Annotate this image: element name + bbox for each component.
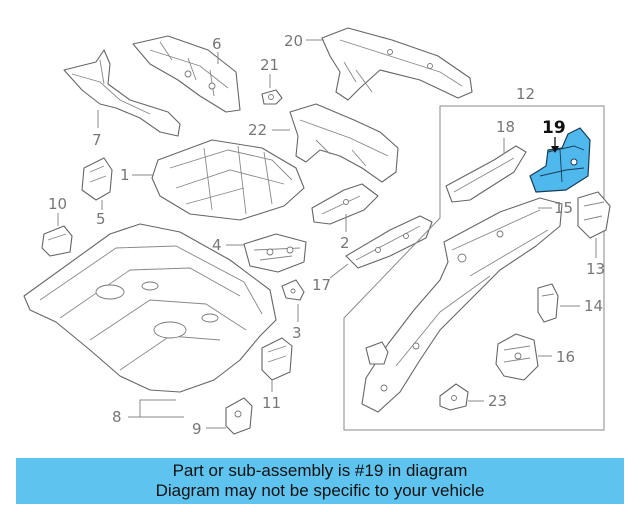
part-6-rear-panel [132,35,241,113]
callout-21: 21 [260,56,279,74]
callout-5: 5 [96,210,106,228]
part-23-bracket [439,383,469,411]
part-21-bracket [261,89,283,105]
part-9-bracket [225,397,253,435]
callout-17: 17 [312,276,331,294]
callout-20: 20 [284,32,303,50]
part-11-bracket [261,337,293,381]
callout-22: 22 [248,121,267,139]
callout-6: 6 [212,35,222,53]
part-2-reinforcement [311,183,379,225]
part-17-rail-section [345,215,433,269]
callout-12: 12 [516,85,535,103]
callout-1: 1 [120,166,130,184]
group-box-12 [343,105,605,431]
callout-2: 2 [340,234,350,252]
callout-19: 19 [542,118,566,138]
callout-11: 11 [262,394,281,412]
part-18-rail-extension [445,145,527,203]
callout-8: 8 [112,408,122,426]
part-5-bracket [81,157,113,201]
callout-3: 3 [292,324,302,342]
part-22-cross-member [289,103,399,183]
leader-19-arrow [551,146,559,153]
callout-10: 10 [48,195,67,213]
leader-17 [329,263,349,279]
callout-15: 15 [554,199,573,217]
part-16-bracket [495,333,539,381]
part-detail-small-bracket [365,341,389,365]
callout-13: 13 [586,260,605,278]
callout-14: 14 [584,297,603,315]
part-10-gusset [41,225,73,257]
part-15-side-member [361,197,563,413]
part-19-highlighted-bracket [529,127,591,193]
part-7-cross-member [63,49,181,137]
part-20-upper-member [321,27,473,101]
info-banner: Part or sub-assembly is #19 in diagram D… [16,458,624,504]
callout-7: 7 [92,131,102,149]
callout-18: 18 [496,118,515,136]
callout-9: 9 [192,420,202,438]
part-8-floor-pan [23,223,277,393]
banner-line-2: Diagram may not be specific to your vehi… [155,481,485,500]
callout-16: 16 [556,348,575,366]
part-3-bracket [281,279,305,301]
leader-8 [128,399,184,418]
part-1-spare-tire-pan [151,139,305,221]
part-14-bracket [537,283,559,323]
callout-23: 23 [488,392,507,410]
part-13-end-bracket [577,191,611,239]
part-4-bracket [243,233,307,273]
banner-line-1: Part or sub-assembly is #19 in diagram [172,461,468,480]
callout-4: 4 [212,236,222,254]
